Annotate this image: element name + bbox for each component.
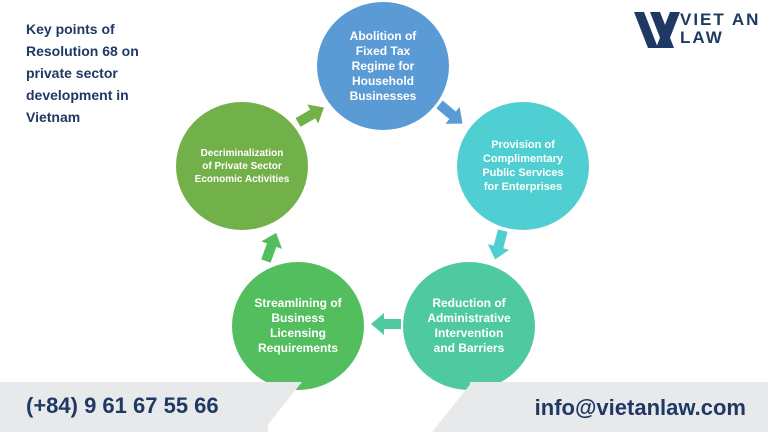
vietan-logo-icon (634, 12, 680, 48)
arrow-icon-2 (487, 229, 510, 260)
arrow-icon-5 (295, 104, 324, 127)
cycle-node-1: Abolition of Fixed Tax Regime for Househ… (317, 2, 449, 130)
cycle-node-2-label: Provision of Complimentary Public Servic… (482, 139, 564, 193)
cycle-node-2: Provision of Complimentary Public Servic… (457, 102, 589, 230)
footer-divider-right (432, 382, 472, 432)
footer-divider-left (262, 382, 302, 432)
cycle-node-4-label: Streamlining of Business Licensing Requi… (254, 296, 342, 355)
arrow-icon-4 (261, 232, 283, 263)
cycle-node-1-label: Abolition of Fixed Tax Regime for Househ… (349, 28, 417, 103)
cycle-node-3-label: Reduction of Administrative Intervention… (427, 296, 511, 355)
page-title: Key points of Resolution 68 on private s… (26, 21, 139, 125)
contact-phone[interactable]: (+84) 9 61 67 55 66 (26, 393, 219, 418)
footer-phone-panel (0, 382, 268, 432)
footer-email-panel (470, 382, 768, 432)
cycle-node-4: Streamlining of Business Licensing Requi… (232, 262, 364, 390)
cycle-node-5: Decriminalization of Private Sector Econ… (176, 102, 308, 230)
cycle-node-3: Reduction of Administrative Intervention… (403, 262, 535, 390)
contact-email[interactable]: info@vietanlaw.com (534, 395, 746, 420)
arrow-icon-3 (371, 313, 401, 335)
logo-line-2: LAW (680, 28, 724, 47)
arrow-icon-1 (436, 100, 463, 124)
cycle-node-5-label: Decriminalization of Private Sector Econ… (194, 147, 290, 185)
logo-line-1: VIET AN (680, 10, 761, 29)
